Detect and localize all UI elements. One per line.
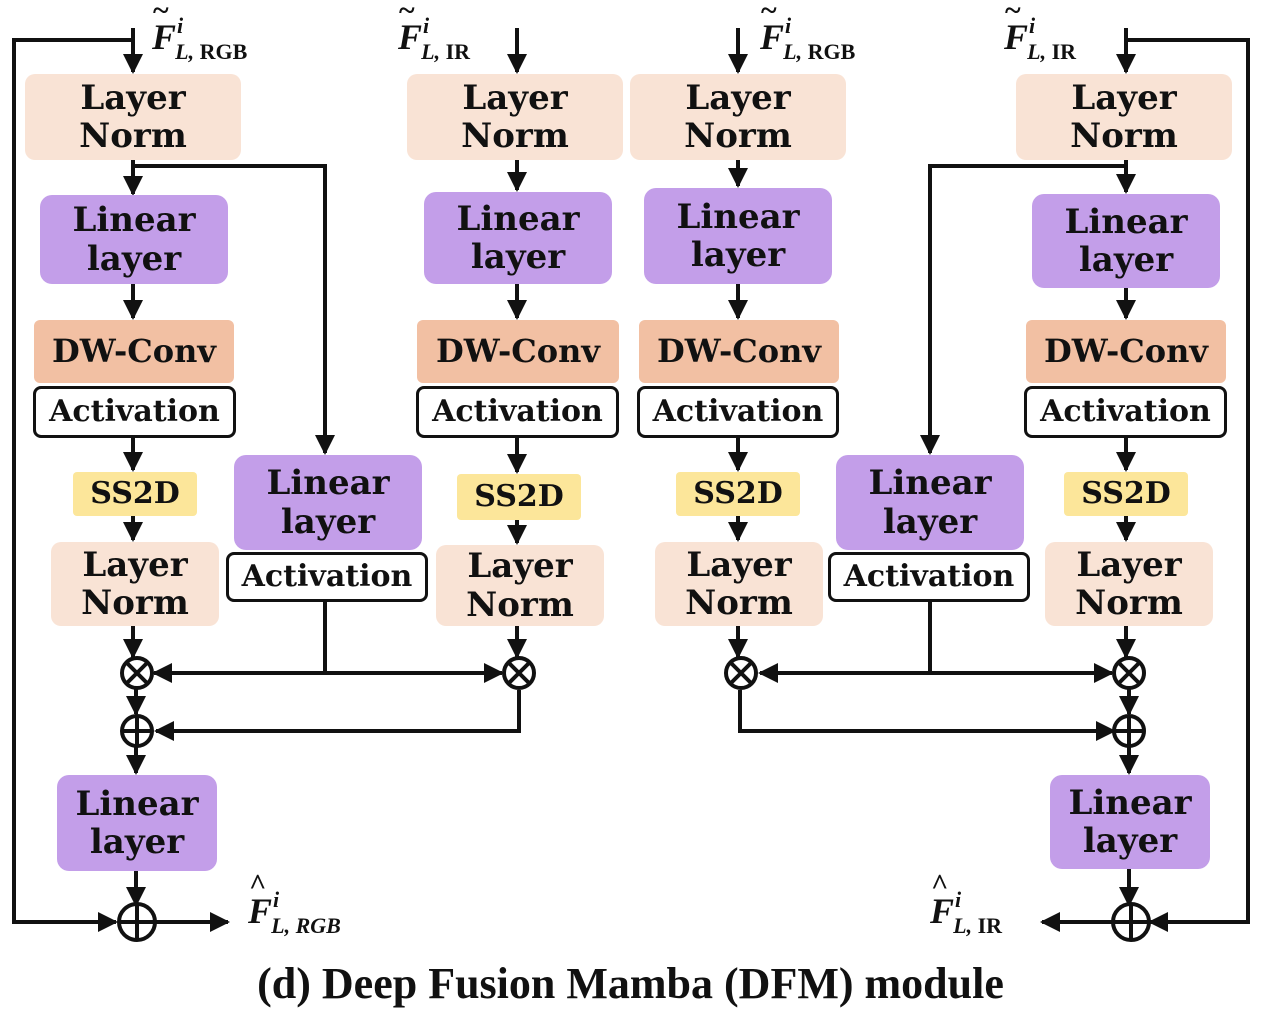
activation-side-left: Activation bbox=[226, 552, 428, 602]
linear-layer-rgb-left: Linear layer bbox=[40, 195, 228, 284]
ss2d-rgb-right: SS2D bbox=[676, 472, 800, 516]
input-label-rgb-right: ~FiL, RGB bbox=[760, 0, 856, 64]
dwconv-ir-right: DW-Conv bbox=[1026, 320, 1226, 383]
activation-side-right: Activation bbox=[828, 552, 1030, 602]
layer-norm-rgb-left-top: Layer Norm bbox=[25, 74, 241, 160]
input-label-ir-left: ~FiL, IR bbox=[398, 0, 471, 64]
input-label-ir-right: ~FiL, IR bbox=[1004, 0, 1077, 64]
dwconv-rgb-left: DW-Conv bbox=[34, 320, 234, 383]
layer-norm-ir-right-top: Layer Norm bbox=[1016, 74, 1232, 160]
activation-rgb-right: Activation bbox=[637, 386, 839, 438]
linear-layer-rgb-left-output: Linear layer bbox=[57, 775, 217, 871]
output-label-ir: ^FiL, IR bbox=[930, 868, 1003, 938]
activation-rgb-left: Activation bbox=[33, 386, 236, 438]
linear-layer-ir-right: Linear layer bbox=[1032, 194, 1220, 288]
layer-norm-ir-left-bottom: Layer Norm bbox=[436, 545, 604, 626]
linear-layer-ir-left: Linear layer bbox=[424, 192, 612, 284]
layer-norm-rgb-right-bottom: Layer Norm bbox=[655, 542, 823, 626]
layer-norm-ir-right-bottom: Layer Norm bbox=[1045, 542, 1213, 626]
ss2d-ir-left: SS2D bbox=[457, 474, 581, 520]
linear-layer-ir-right-output: Linear layer bbox=[1050, 775, 1210, 869]
dwconv-rgb-right: DW-Conv bbox=[639, 320, 839, 383]
activation-ir-left: Activation bbox=[416, 386, 619, 438]
layer-norm-rgb-right-top: Layer Norm bbox=[630, 74, 846, 160]
ss2d-ir-right: SS2D bbox=[1064, 472, 1188, 516]
output-label-rgb: ^FiL, RGB bbox=[248, 868, 341, 938]
input-label-rgb-left: ~FiL, RGB bbox=[152, 0, 248, 64]
activation-ir-right: Activation bbox=[1024, 386, 1227, 438]
linear-layer-rgb-right: Linear layer bbox=[644, 188, 832, 284]
linear-layer-side-left: Linear layer bbox=[234, 455, 422, 550]
figure-caption: (d) Deep Fusion Mamba (DFM) module bbox=[257, 959, 1004, 1008]
layer-norm-rgb-left-bottom: Layer Norm bbox=[51, 542, 219, 626]
linear-layer-side-right: Linear layer bbox=[836, 455, 1024, 550]
ss2d-rgb-left: SS2D bbox=[73, 472, 197, 516]
layer-norm-ir-left-top: Layer Norm bbox=[407, 74, 623, 160]
dwconv-ir-left: DW-Conv bbox=[417, 320, 619, 383]
